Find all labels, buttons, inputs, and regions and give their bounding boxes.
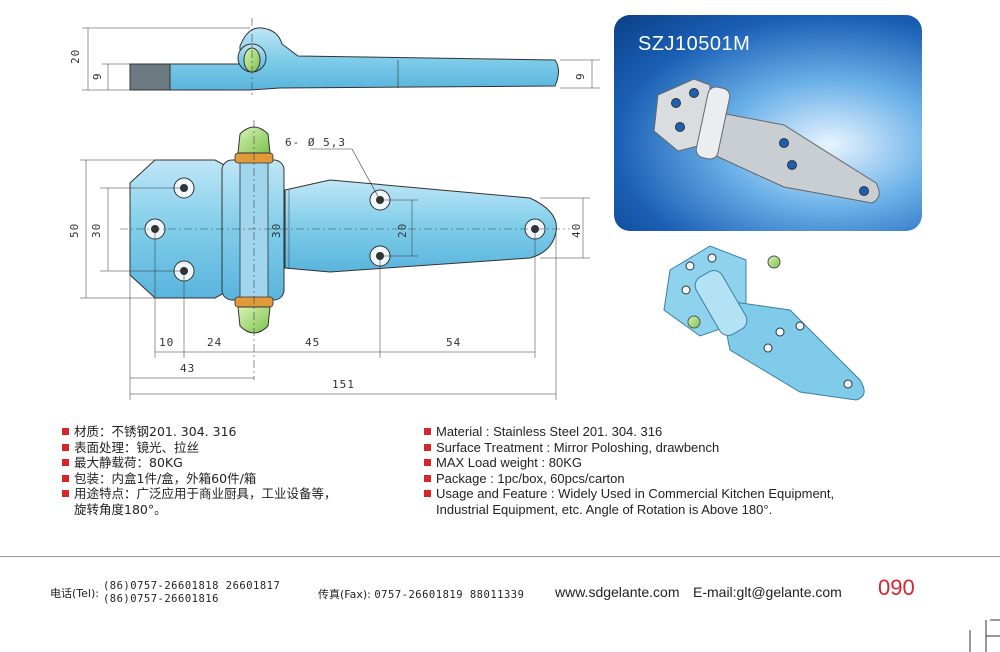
- fax-label: 传真(Fax):: [318, 588, 371, 601]
- model-number: SZJ10501M: [638, 33, 751, 55]
- hole-callout: 6- Ø 5,3: [285, 136, 346, 149]
- front-view: [80, 120, 590, 400]
- bullet-icon: [62, 459, 69, 466]
- dim-top-right-thickness: 9: [574, 72, 587, 80]
- dim-43: 43: [180, 362, 195, 375]
- spec-en-usage-cont: Industrial Equipment, etc. Angle of Rota…: [436, 501, 773, 517]
- spec-en-package: Package : 1pc/box, 60pcs/carton: [424, 471, 834, 487]
- bullet-icon: [62, 443, 69, 451]
- dim-24: 24: [207, 336, 222, 349]
- hinge-3d-render: [663, 245, 865, 401]
- tel-label: 电话(Tel):: [50, 587, 99, 600]
- bullet-icon: [424, 428, 431, 435]
- spec-en-surface: Surface Treatment : Mirror Poloshing, dr…: [424, 440, 834, 456]
- spec-en-load: MAX Load weight : 80KG: [424, 455, 834, 471]
- footer-divider: [0, 556, 1000, 557]
- top-view: [82, 18, 600, 98]
- dim-hole-spacing-right: 20: [396, 223, 409, 238]
- product-photo: SZJ10501M: [614, 15, 922, 231]
- email-link[interactable]: E-mail:glt@gelante.com: [693, 584, 842, 600]
- dim-54: 54: [446, 336, 461, 349]
- bullet-icon: [62, 490, 69, 497]
- tel-line-2: (86)0757-26601816: [102, 593, 219, 605]
- technical-drawing: 20 9 9: [68, 18, 600, 400]
- footer-telephone: 电话(Tel): (86)0757-26601818 26601817 (86)…: [50, 580, 280, 606]
- spec-cn-surface: 表面处理：镜光、拉丝: [62, 440, 337, 456]
- hinge-photo-illustration: [653, 78, 880, 204]
- bullet-icon: [424, 474, 431, 482]
- fax-value: 0757-26601819 88011339: [374, 589, 525, 601]
- spec-cn-package: 包装：内盒1件/盒，外箱60件/箱: [62, 471, 337, 487]
- spec-cn-usage: 用途特点：广泛应用于商业厨具，工业设备等，: [62, 486, 337, 502]
- dim-10: 10: [159, 336, 174, 349]
- dim-hole-spacing-left: 30: [90, 223, 103, 238]
- bullet-icon: [62, 474, 69, 482]
- spec-cn-material: 材质：不锈钢201. 304. 316: [62, 424, 337, 440]
- dim-overall-height: 50: [68, 223, 81, 238]
- dim-top-height: 20: [69, 49, 82, 64]
- specs-chinese: 材质：不锈钢201. 304. 316 表面处理：镜光、拉丝 最大静载荷：80K…: [62, 424, 337, 517]
- crop-marks: [969, 619, 1000, 652]
- dim-tip-height: 40: [570, 223, 583, 238]
- bullet-icon: [62, 428, 69, 435]
- dim-leaf-height: 30: [270, 223, 283, 238]
- page-number: 090: [878, 575, 915, 600]
- specs-english: Material : Stainless Steel 201. 304. 316…: [424, 424, 834, 517]
- bullet-icon: [424, 443, 431, 451]
- website-link[interactable]: www.sdgelante.com: [555, 584, 680, 600]
- bullet-icon: [424, 490, 431, 497]
- spec-en-material: Material : Stainless Steel 201. 304. 316: [424, 424, 834, 440]
- footer-fax: 传真(Fax): 0757-26601819 88011339: [318, 586, 524, 602]
- spec-cn-usage-cont: 旋转角度180°。: [74, 501, 167, 517]
- spec-en-usage: Usage and Feature : Widely Used in Comme…: [424, 486, 834, 502]
- spec-cn-load: 最大静载荷：80KG: [62, 455, 337, 471]
- dim-overall-length: 151: [332, 378, 355, 391]
- dim-45: 45: [305, 336, 320, 349]
- tel-line-1: (86)0757-26601818 26601817: [102, 580, 281, 592]
- bullet-icon: [424, 459, 431, 466]
- dim-top-left-thickness: 9: [91, 72, 104, 80]
